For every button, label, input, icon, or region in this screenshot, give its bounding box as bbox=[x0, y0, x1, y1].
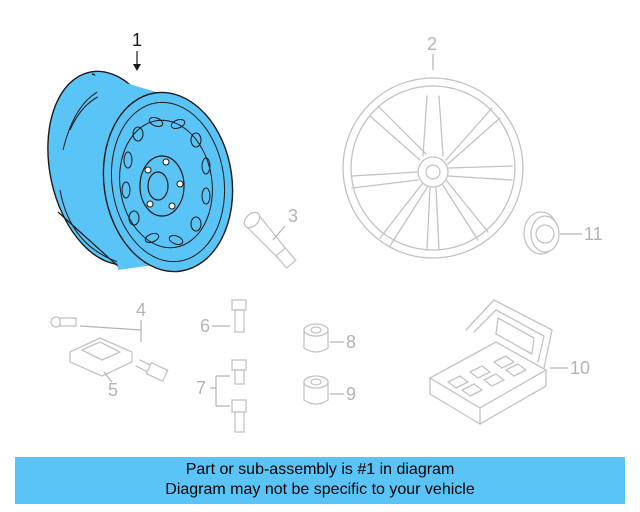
callout-11: 11 bbox=[560, 224, 603, 244]
banner-line-1: Part or sub-assembly is #1 in diagram bbox=[185, 461, 455, 478]
callout-4-label: 4 bbox=[136, 300, 146, 320]
callout-3: 3 bbox=[272, 206, 298, 241]
part-1-steel-wheel[interactable] bbox=[31, 60, 244, 280]
callout-10-label: 10 bbox=[570, 358, 590, 378]
part-8-lug-nut bbox=[303, 323, 329, 353]
callout-7-label: 7 bbox=[196, 378, 206, 398]
callout-4: 4 bbox=[79, 300, 146, 342]
callout-5-label: 5 bbox=[108, 380, 118, 400]
part-2-alloy-wheel bbox=[342, 77, 524, 259]
part-9-lug-nut bbox=[303, 375, 329, 405]
callout-1-label: 1 bbox=[132, 30, 142, 50]
part-3-valve-stem bbox=[243, 211, 297, 269]
callout-6-label: 6 bbox=[200, 316, 210, 336]
callout-2: 2 bbox=[427, 34, 437, 70]
callout-3-label: 3 bbox=[288, 206, 298, 226]
callout-7: 7 bbox=[196, 375, 230, 407]
info-banner: Part or sub-assembly is #1 in diagram Di… bbox=[15, 457, 625, 504]
part-7-wheel-bolt-set bbox=[231, 359, 247, 433]
callout-8-label: 8 bbox=[346, 332, 356, 352]
callout-6: 6 bbox=[200, 316, 230, 336]
callout-9-label: 9 bbox=[346, 384, 356, 404]
callout-10: 10 bbox=[550, 358, 590, 378]
part-4-sensor-screw bbox=[50, 316, 77, 328]
banner-line-2: Diagram may not be specific to your vehi… bbox=[165, 481, 475, 498]
part-5-tpms-sensor bbox=[69, 337, 169, 383]
callout-5: 5 bbox=[103, 371, 118, 400]
callout-9: 9 bbox=[330, 384, 356, 404]
callout-8: 8 bbox=[330, 332, 356, 352]
callout-2-label: 2 bbox=[427, 34, 437, 54]
callout-1: 1 bbox=[132, 30, 142, 71]
callout-11-label: 11 bbox=[584, 224, 603, 244]
part-10-lock-kit-case bbox=[428, 299, 553, 425]
part-11-center-cap bbox=[523, 211, 560, 255]
part-6-wheel-bolt bbox=[231, 299, 247, 333]
